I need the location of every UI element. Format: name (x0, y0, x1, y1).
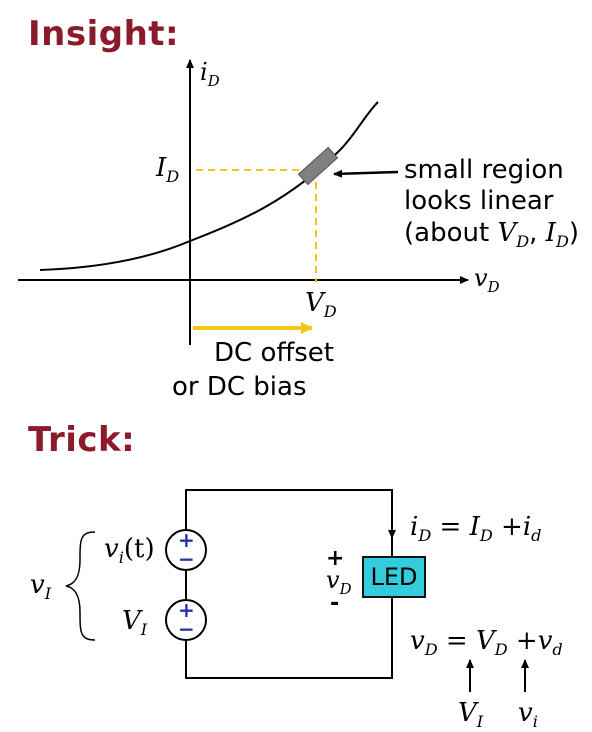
circuit-wire (185, 489, 393, 679)
led-voltage-label: vD (326, 566, 352, 598)
source1-minus: − (178, 547, 195, 571)
vD-equation: vD = VD +vd (410, 626, 563, 660)
brace (65, 531, 96, 641)
bottom-v-i-label: vi (518, 698, 538, 732)
linear-region-marker (297, 146, 339, 186)
source-V-I (165, 599, 207, 641)
y-axis-label: iD (200, 58, 220, 90)
diode-curve (39, 101, 379, 271)
dc-offset-label: DC offset (214, 338, 334, 368)
source2-plus: + (178, 598, 195, 622)
source1-plus: + (178, 528, 195, 552)
id-level-label: ID (156, 153, 180, 187)
led-plus: + (326, 546, 345, 571)
annotation-line2: looks linear (404, 186, 554, 216)
insight-heading: Insight: (28, 14, 180, 54)
annotation-arrow (333, 169, 399, 178)
source-vi-t (165, 529, 207, 571)
source2-minus: − (178, 617, 195, 641)
vd-level-label: VD (305, 288, 337, 322)
iD-equation: iD = ID +id (410, 512, 542, 546)
annotation-line1: small region (404, 155, 564, 185)
annotation-line3: (about VD, ID) (404, 218, 580, 252)
trick-heading: Trick: (28, 420, 136, 460)
x-axis-label: vD (474, 264, 500, 296)
vi-t-label: vi(t) (104, 534, 155, 568)
led-component: LED (362, 556, 426, 598)
bottom-V-I-label: VI (458, 698, 484, 732)
v-I-label: vI (30, 570, 52, 604)
led-minus: - (330, 591, 340, 616)
led-label: LED (370, 563, 418, 591)
dc-bias-label: or DC bias (172, 372, 307, 402)
V-I-label: VI (122, 606, 148, 640)
